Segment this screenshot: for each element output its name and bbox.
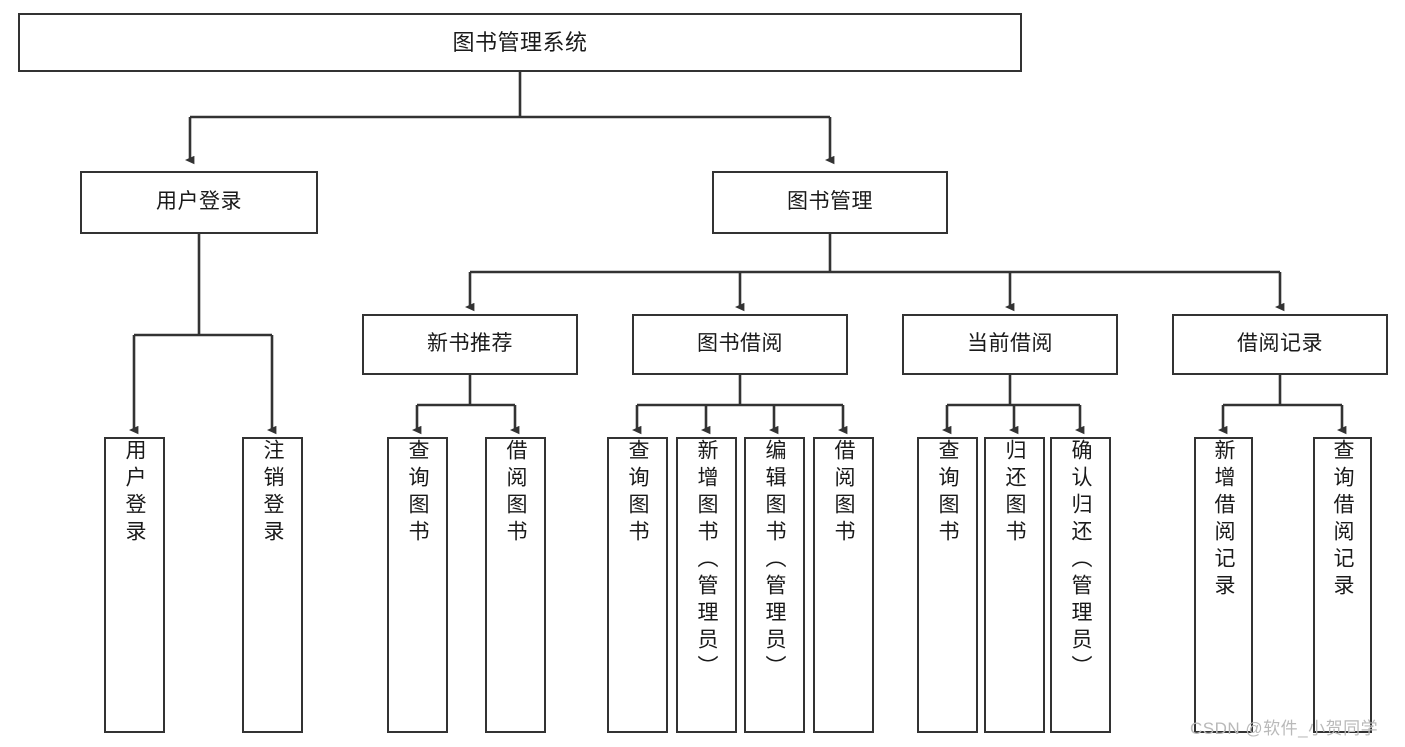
leaf-return-book[interactable]: 归还图书 (984, 437, 1045, 733)
leaf-query-book-current[interactable]: 查询图书 (917, 437, 978, 733)
leaf-add-book[interactable]: 新增图书（管理员） (676, 437, 737, 733)
node-label: 新书推荐 (427, 332, 513, 356)
csdn-watermark: CSDN @软件_小贺同学 (1190, 719, 1379, 738)
leaf-label: 确认归还（管理员） (1069, 439, 1092, 682)
node-label: 用户登录 (156, 190, 242, 214)
leaf-label: 借阅图书 (832, 439, 855, 547)
leaf-label: 查询图书 (626, 439, 649, 547)
leaf-confirm-return[interactable]: 确认归还（管理员） (1050, 437, 1111, 733)
leaf-label: 新增图书（管理员） (695, 439, 718, 682)
leaf-add-record[interactable]: 新增借阅记录 (1194, 437, 1253, 733)
node-label: 图书管理系统 (452, 29, 588, 55)
node-root-system[interactable]: 图书管理系统 (18, 13, 1022, 72)
node-new-book-recommend[interactable]: 新书推荐 (362, 314, 578, 375)
node-label: 图书管理 (787, 190, 873, 214)
leaf-label: 注销登录 (261, 439, 284, 547)
leaf-label: 查询图书 (406, 439, 429, 547)
leaf-query-book-recommend[interactable]: 查询图书 (387, 437, 448, 733)
node-book-manage[interactable]: 图书管理 (712, 171, 948, 234)
leaf-label: 新增借阅记录 (1212, 439, 1235, 601)
leaf-borrow-book-recommend[interactable]: 借阅图书 (485, 437, 546, 733)
node-book-borrow[interactable]: 图书借阅 (632, 314, 848, 375)
node-label: 图书借阅 (697, 332, 783, 356)
node-label: 借阅记录 (1237, 332, 1323, 356)
leaf-label: 用户登录 (123, 439, 146, 547)
node-label: 当前借阅 (967, 332, 1053, 356)
leaf-user-login[interactable]: 用户登录 (104, 437, 165, 733)
leaf-label: 借阅图书 (504, 439, 527, 547)
leaf-query-book-borrow[interactable]: 查询图书 (607, 437, 668, 733)
leaf-label: 查询图书 (936, 439, 959, 547)
node-user-login[interactable]: 用户登录 (80, 171, 318, 234)
leaf-label: 归还图书 (1003, 439, 1026, 547)
node-borrow-record[interactable]: 借阅记录 (1172, 314, 1388, 375)
leaf-borrow-book[interactable]: 借阅图书 (813, 437, 874, 733)
node-current-borrow[interactable]: 当前借阅 (902, 314, 1118, 375)
leaf-query-record[interactable]: 查询借阅记录 (1313, 437, 1372, 733)
leaf-label: 编辑图书（管理员） (763, 439, 786, 682)
leaf-edit-book[interactable]: 编辑图书（管理员） (744, 437, 805, 733)
leaf-logout[interactable]: 注销登录 (242, 437, 303, 733)
leaf-label: 查询借阅记录 (1331, 439, 1354, 601)
